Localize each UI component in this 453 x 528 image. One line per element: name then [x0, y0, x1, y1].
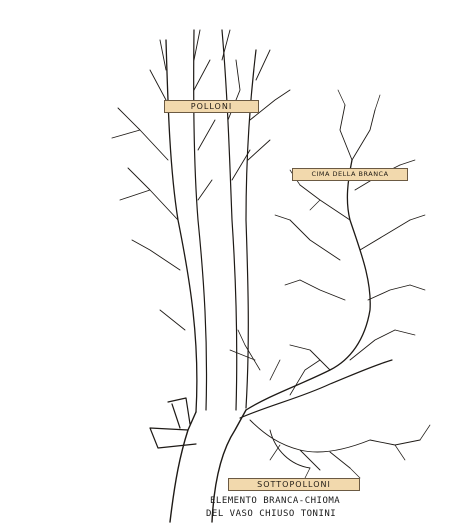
- branca: [246, 160, 370, 410]
- label-polloni: POLLONI: [164, 100, 259, 113]
- label-cima-della-branca: CIMA DELLA BRANCA: [292, 168, 408, 181]
- label-sottopolloni: SOTTOPOLLONI: [228, 478, 360, 491]
- caption-line-1: ELEMENTO BRANCA-CHIOMA: [210, 496, 340, 506]
- cut-stub: [150, 398, 196, 448]
- caption-line-2: DEL VASO CHIUSO TONINI: [206, 509, 336, 519]
- pollone-right: [222, 30, 237, 410]
- pollone-left: [166, 40, 197, 412]
- sottopolloni: [250, 420, 420, 470]
